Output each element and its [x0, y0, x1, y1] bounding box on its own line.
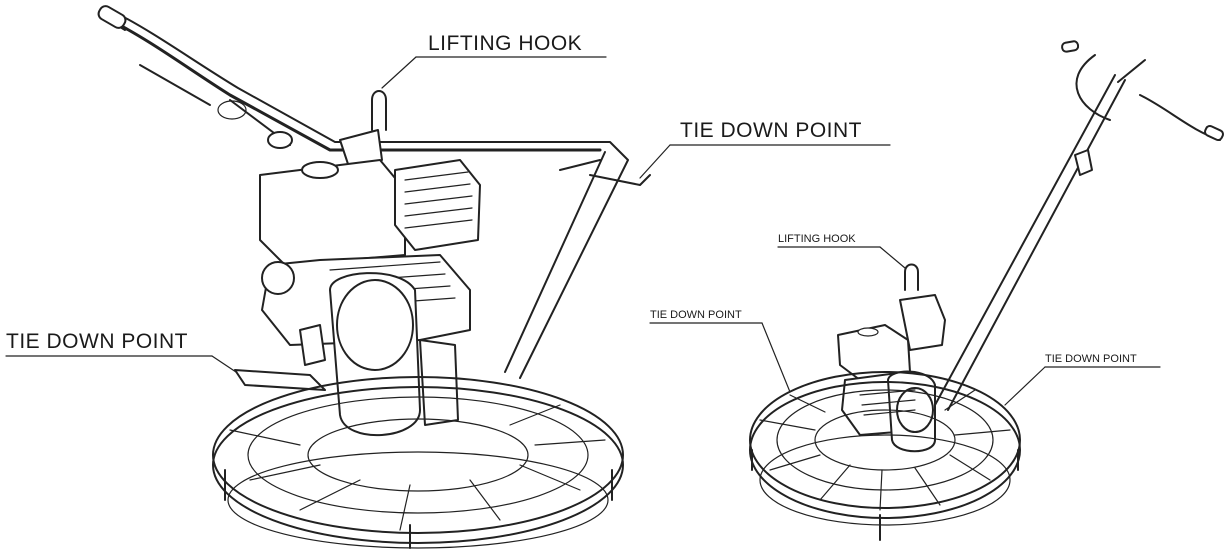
callout-left-tie-down-right: TIE DOWN POINT — [639, 119, 891, 179]
label-right-tie-down-left: TIE DOWN POINT — [650, 309, 742, 321]
small-trowel-ring — [749, 371, 1021, 541]
large-lifting-hook-shape — [371, 90, 387, 131]
callout-right-lifting-hook: LIFTING HOOK — [777, 233, 906, 269]
large-trowel-drawing — [97, 5, 651, 549]
label-right-lifting-hook: LIFTING HOOK — [778, 233, 856, 245]
callout-right-tie-down-right: TIE DOWN POINT — [1004, 353, 1161, 406]
callout-left-lifting-hook: LIFTING HOOK — [381, 32, 607, 89]
small-trowel-handle — [934, 40, 1224, 411]
callout-left-tie-down-left: TIE DOWN POINT — [5, 330, 237, 373]
large-trowel-handle — [97, 5, 651, 379]
label-left-tie-down-left: TIE DOWN POINT — [6, 330, 188, 353]
small-lifting-hook-shape — [904, 263, 919, 291]
large-left-tie-down-shape — [234, 369, 326, 391]
callout-right-tie-down-left: TIE DOWN POINT — [649, 309, 791, 393]
label-right-tie-down-right: TIE DOWN POINT — [1045, 353, 1137, 365]
large-trowel-engine — [259, 159, 481, 436]
large-trowel-ring — [212, 376, 624, 549]
label-left-lifting-hook: LIFTING HOOK — [428, 32, 582, 55]
small-trowel-drawing — [749, 40, 1224, 541]
label-left-tie-down-right: TIE DOWN POINT — [680, 119, 862, 142]
